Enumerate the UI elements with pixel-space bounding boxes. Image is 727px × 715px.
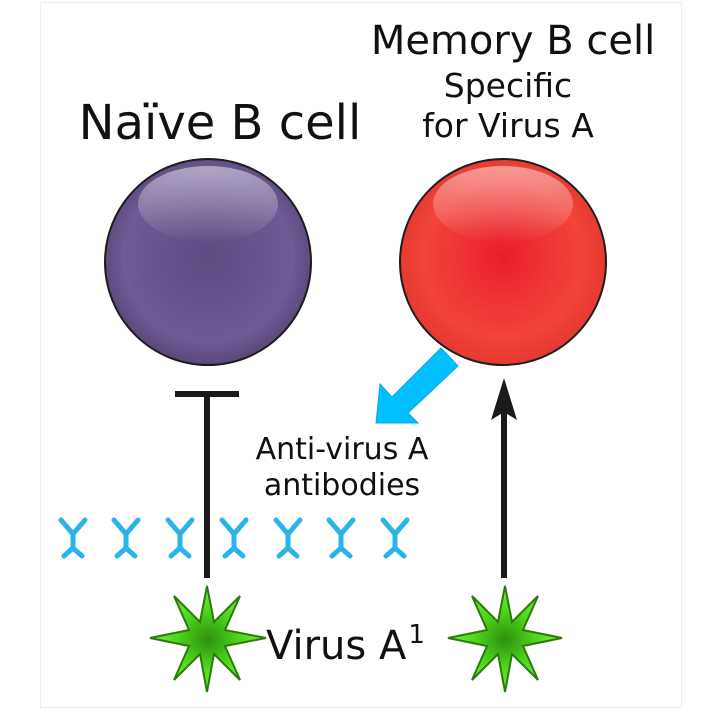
antibody-icon <box>165 517 195 559</box>
naive-b-cell-label: Naïve B cell <box>78 95 362 151</box>
antibody-icon <box>58 517 88 559</box>
antibody-row <box>58 517 410 559</box>
antibody-icon <box>273 517 303 559</box>
antibody-icon <box>111 517 141 559</box>
virus-right-icon <box>447 585 563 693</box>
memory-specificity-label-line2: for Virus A <box>422 106 594 145</box>
virus-label-text: Virus A <box>266 623 407 669</box>
virus-label: Virus A1 <box>266 620 456 669</box>
memory-b-cell-label: Memory B cell <box>370 18 656 64</box>
antibody-icon <box>380 517 410 559</box>
activation-arrow <box>491 378 517 578</box>
inhibition-line <box>175 391 239 578</box>
diagram-frame <box>40 2 682 708</box>
naive-b-cell <box>104 158 312 366</box>
virus-label-superscript: 1 <box>408 620 425 650</box>
antibodies-label-line1: Anti-virus A <box>255 432 429 467</box>
antibody-icon <box>326 517 356 559</box>
antibody-icon <box>219 517 249 559</box>
antibodies-label-line2: antibodies <box>263 468 421 503</box>
memory-specificity-label-line1: Specific <box>443 66 573 105</box>
memory-b-cell <box>399 158 607 366</box>
virus-left-icon <box>149 585 267 693</box>
antibody-production-arrow <box>375 347 459 424</box>
